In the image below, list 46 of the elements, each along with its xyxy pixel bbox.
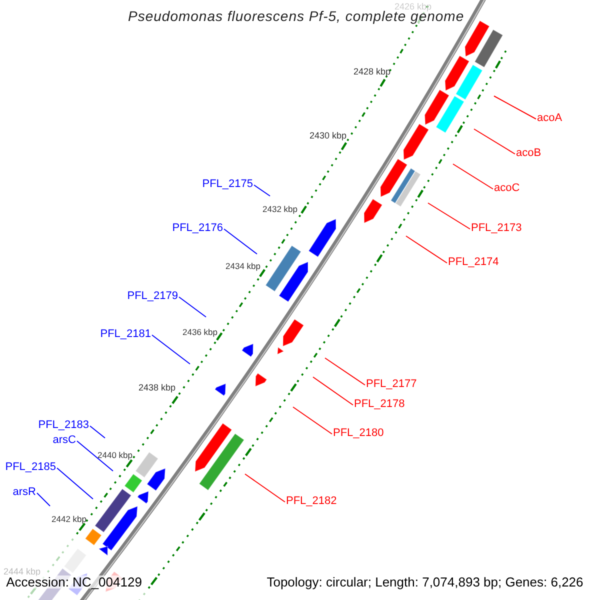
map-title: Pseudomonas fluorescens Pf-5, complete genome (128, 9, 464, 23)
leader-line (312, 376, 354, 406)
leader-line (56, 468, 94, 500)
leader-line (452, 164, 494, 190)
leader-line (244, 474, 286, 502)
gene-label: PFL_2175 (202, 178, 253, 190)
leader-line (428, 202, 470, 230)
gene-label: acoA (537, 112, 562, 124)
scale-label: 2436 kbp (182, 328, 218, 336)
scale-label: 2442 kbp (52, 514, 86, 524)
gene-label: PFL_2176 (172, 222, 223, 234)
leader-line (224, 228, 258, 254)
leader-line (254, 184, 270, 196)
gene-label: PFL_2185 (5, 461, 56, 473)
gene-label: acoB (516, 147, 542, 159)
gene-label: arsC (52, 434, 76, 446)
genome-info-label: Topology: circular; Length: 7,074,893 bp; Genes: 6,226 (266, 576, 584, 588)
scale-label: 2428 kbp (353, 68, 391, 76)
gene-label: PFL_2180 (333, 427, 384, 439)
accession-label: Accession: NC_004129 (6, 576, 142, 588)
gene-label: PFL_2181 (100, 328, 151, 340)
gene-label: PFL_2174 (448, 256, 499, 268)
scale-label: 2432 kbp (262, 204, 298, 214)
gene-label: PFL_2182 (286, 495, 337, 507)
leader-line (292, 406, 332, 434)
gene-label: PFL_2179 (127, 290, 178, 302)
gene-label: PFL_2183 (38, 419, 89, 431)
leader-line (90, 426, 106, 438)
leader-line (76, 440, 114, 472)
gene-label: PFL_2178 (354, 398, 405, 410)
leader-line (36, 492, 50, 506)
leader-line (324, 358, 366, 386)
gene-label: PFL_2173 (471, 222, 522, 234)
leader-line (178, 296, 206, 318)
scale-label: 2434 kbp (226, 262, 260, 270)
gene-label: PFL_2177 (366, 378, 417, 390)
scale-label: 2440 kbp (98, 450, 132, 460)
scale-label: 2438 kbp (138, 384, 176, 392)
leader-line (152, 334, 190, 364)
gene-label: acoC (494, 182, 520, 194)
scale-label: 2430 kbp (309, 132, 347, 140)
leader-line (494, 96, 536, 120)
scale-label: 2444 kbp (3, 568, 41, 576)
leader-line (474, 128, 516, 154)
leader-line (406, 236, 448, 264)
gene-label: arsR (12, 486, 36, 498)
